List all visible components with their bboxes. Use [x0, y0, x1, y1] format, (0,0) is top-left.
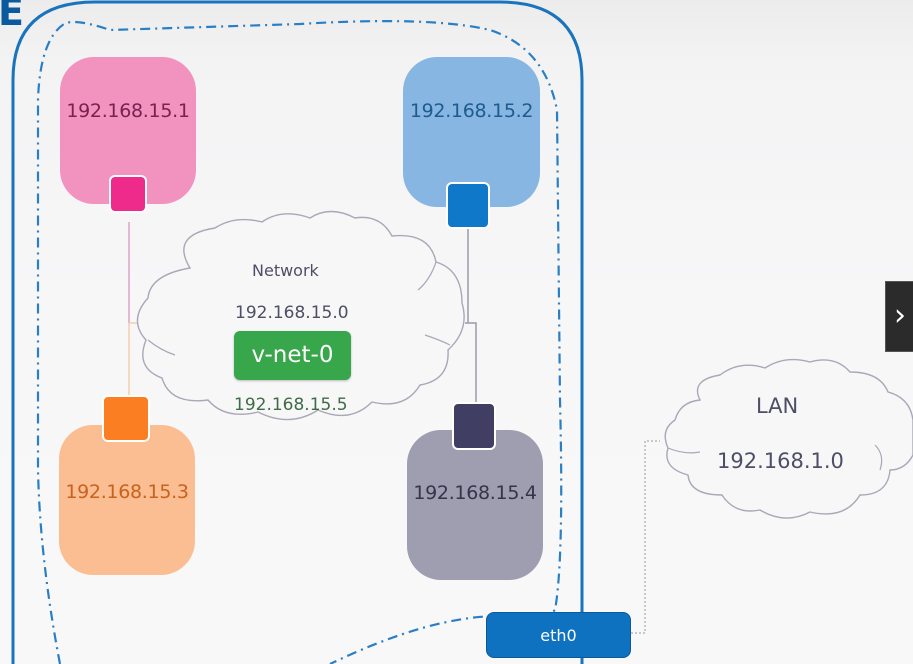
- eth0-interface[interactable]: eth0: [486, 612, 631, 658]
- lan-title: LAN: [756, 394, 799, 418]
- host-4-port[interactable]: [452, 402, 496, 450]
- network-cloud: [136, 210, 465, 421]
- lan-subnet: 192.168.1.0: [717, 449, 844, 473]
- lan-cloud-detail: [874, 444, 883, 471]
- lan-cloud: [664, 358, 913, 519]
- next-slide-button[interactable]: ›: [885, 281, 913, 352]
- host-192-168-15-3[interactable]: 192.168.15.3: [59, 425, 195, 575]
- host-3-port[interactable]: [102, 395, 150, 442]
- network-title: Network: [252, 261, 319, 280]
- lan-cloud-detail: [667, 447, 701, 454]
- host-ip-label: 192.168.15.2: [409, 100, 534, 122]
- host-2-port[interactable]: [446, 182, 490, 229]
- host-ip-label: 192.168.15.4: [413, 482, 537, 504]
- host-ip-label: 192.168.15.3: [65, 481, 189, 503]
- slide-heading-fragment: E: [0, 0, 24, 34]
- link-host4: [465, 322, 477, 405]
- bridge-ip: 192.168.15.5: [234, 395, 348, 415]
- host-1-port[interactable]: [109, 175, 147, 213]
- host-192-168-15-4[interactable]: 192.168.15.4: [407, 430, 543, 580]
- network-cloud-detail: [424, 334, 451, 346]
- network-subnet: 192.168.15.0: [235, 303, 349, 323]
- host-machine-border: [11, 0, 584, 664]
- vnet-bridge-badge[interactable]: v-net-0: [234, 331, 351, 380]
- network-cloud-detail: [417, 261, 437, 291]
- host-ip-label: 192.168.15.1: [66, 100, 190, 122]
- link-eth0-lan: [631, 440, 660, 634]
- network-cloud-detail: [147, 339, 176, 356]
- chevron-right-icon: ›: [894, 298, 906, 333]
